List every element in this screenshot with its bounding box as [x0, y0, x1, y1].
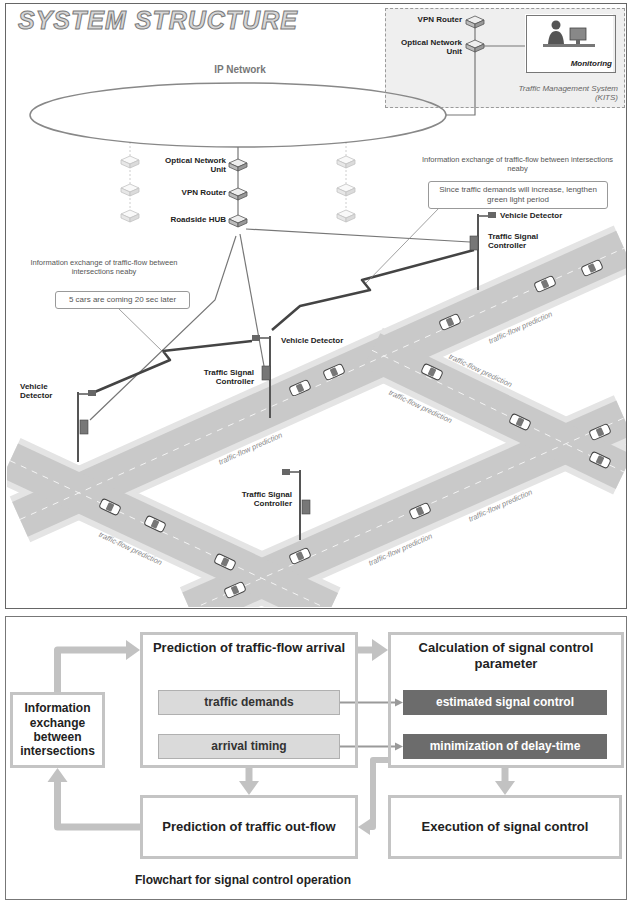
input-box: arrival timing: [158, 734, 340, 759]
node-text: Monitoring: [530, 59, 612, 69]
onu-icon: [466, 40, 484, 52]
radio-link: [90, 250, 474, 394]
flow-arrow: [358, 760, 388, 835]
callout-box: Since traffic demands will increase, len…: [428, 181, 608, 209]
car: [224, 581, 246, 598]
car: [144, 515, 166, 533]
node-text: Information exchange between intersectio…: [19, 701, 96, 759]
arrow-head: [126, 640, 140, 660]
flow-arrow: [48, 768, 141, 827]
device-label: Optical Network Unit: [150, 156, 226, 174]
device-label: VPN Router: [150, 188, 226, 197]
part-label: Traffic Signal Controller: [230, 490, 292, 508]
device-label: VPN Router: [390, 15, 462, 24]
flow-arrow: [239, 768, 259, 795]
arrow-head: [395, 699, 403, 707]
lane-line: [10, 248, 624, 607]
arrow-head: [372, 639, 388, 661]
node-text: Prediction of traffic out-flow: [162, 819, 335, 835]
sidewalk: [10, 248, 624, 607]
car: [589, 423, 611, 440]
flow-arrow: [340, 699, 403, 707]
network-wire: [237, 147, 238, 221]
part-label: Vehicle Detector: [20, 382, 72, 400]
node-text: estimated signal control: [436, 695, 574, 709]
panel-frame: [6, 617, 627, 900]
node-text: traffic demands: [204, 695, 293, 709]
leader-line: [118, 207, 440, 352]
arrow-head: [395, 743, 403, 751]
input-box: traffic demands: [158, 690, 340, 715]
node-text: 5 cars are coming 20 sec later: [69, 295, 176, 305]
kits-ground: [385, 8, 625, 108]
car: [581, 259, 603, 276]
arrow-line: [58, 781, 141, 827]
node-text: Prediction of traffic-flow arrival: [153, 640, 345, 656]
part-label: Traffic Signal Controller: [190, 368, 254, 386]
node-text: minimization of delay-time: [430, 739, 581, 753]
router-icon: [229, 188, 247, 200]
device-label: Roadside HUB: [150, 215, 226, 224]
flow-arrow: [340, 743, 403, 751]
node-text: arrival timing: [211, 739, 286, 753]
process-box: Execution of signal control: [388, 795, 622, 859]
node-text: Execution of signal control: [422, 819, 589, 835]
flow-arrow: [58, 640, 141, 692]
network-wire: [484, 45, 525, 46]
process-box: Information exchange between intersectio…: [10, 692, 105, 768]
ip-network-ring: [30, 83, 446, 147]
node-text: Since traffic demands will increase, len…: [433, 185, 603, 204]
network-label: IP Network: [195, 64, 285, 75]
diagram-title: SYSTEM STRUCTURE: [18, 6, 298, 35]
arrow-line: [358, 647, 373, 654]
flow-arrow: [358, 639, 388, 661]
arrow-line: [246, 768, 253, 782]
network-wire: [446, 52, 475, 115]
node-text: Calculation of signal control parameter: [397, 640, 615, 671]
parameter-box: minimization of delay-time: [403, 734, 607, 759]
arrow-head: [48, 768, 68, 782]
arrow-head: [495, 781, 515, 795]
note-label: Information exchange of traffic-flow bet…: [14, 258, 194, 276]
onu-icon: [229, 159, 247, 171]
process-box: Calculation of signal control parameter e…: [388, 632, 624, 768]
car: [323, 363, 345, 380]
road: [10, 248, 624, 607]
part-label: Vehicle Detector: [500, 211, 590, 220]
arrow-head: [358, 819, 370, 835]
node-text: Traffic Management System (KITS): [508, 84, 618, 103]
process-box: Prediction of traffic-flow arrival traffi…: [140, 632, 358, 768]
process-box: Prediction of traffic out-flow: [140, 795, 358, 859]
car: [214, 553, 236, 571]
arrow-line: [58, 650, 128, 692]
faded-stack: [121, 142, 355, 222]
street-grid: [10, 248, 624, 607]
monitoring-ground: [525, 14, 613, 72]
parameter-box: estimated signal control: [403, 690, 607, 715]
monitoring-box: Monitoring: [526, 15, 616, 73]
router-icon: [466, 16, 484, 28]
car: [439, 313, 461, 330]
hub-icon: [229, 215, 247, 227]
device-label: Optical Network Unit: [390, 38, 462, 56]
car: [289, 379, 311, 396]
note-label: Information exchange of traffic-flow bet…: [420, 155, 615, 173]
arrow-head: [239, 781, 259, 795]
operator-icon: [543, 21, 595, 48]
car: [509, 413, 531, 431]
flow-arrow: [495, 768, 515, 795]
car: [421, 363, 443, 381]
car: [289, 547, 311, 564]
part-label: Vehicle Detector: [281, 336, 361, 345]
car: [589, 451, 611, 469]
car: [534, 275, 556, 292]
diagram-caption: Flowchart for signal control operation: [135, 873, 351, 887]
car: [99, 498, 121, 516]
callout-box: 5 cars are coming 20 sec later: [55, 291, 190, 309]
part-label: Traffic Signal Controller: [488, 232, 552, 250]
car: [409, 502, 431, 519]
arrow-line: [502, 768, 509, 782]
arrow-line: [369, 760, 388, 827]
